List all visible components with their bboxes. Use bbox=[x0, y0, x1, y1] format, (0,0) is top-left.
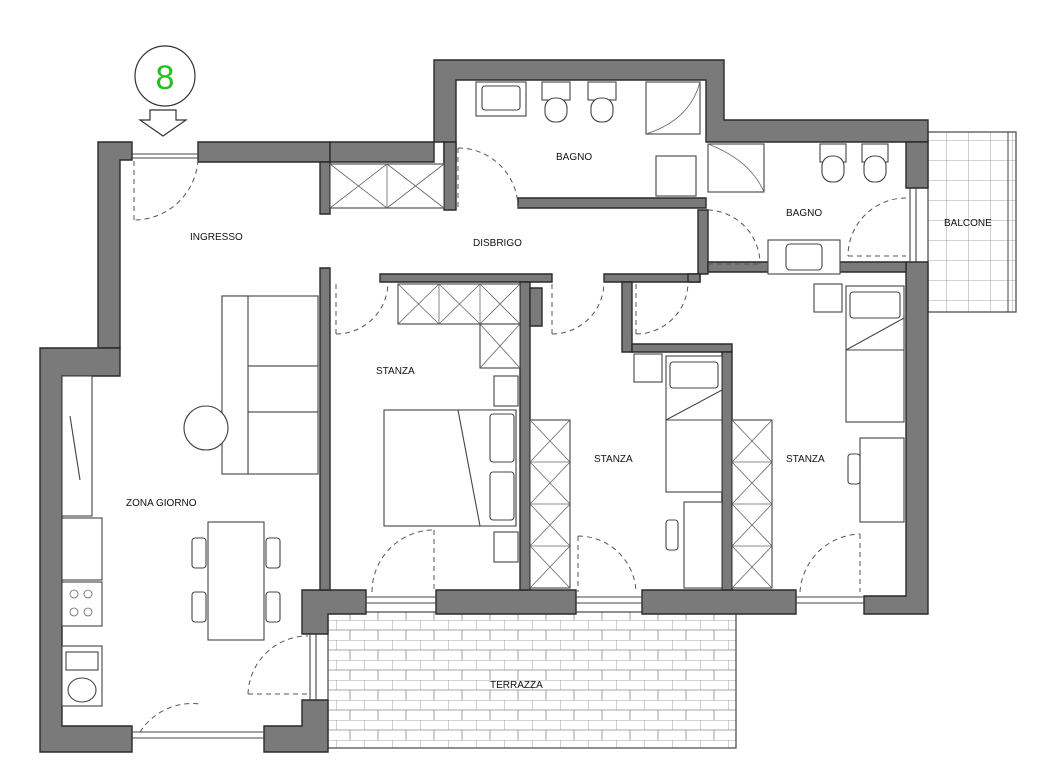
room-labels: INGRESSO DISBRIGO BAGNO BAGNO BALCONE ST… bbox=[126, 152, 992, 691]
wardrobe-corridor bbox=[329, 163, 445, 209]
unit-number: 8 bbox=[156, 59, 175, 97]
label-bagno-1: BAGNO bbox=[556, 152, 592, 163]
wardrobe-room-1 bbox=[397, 283, 521, 369]
interior-walls bbox=[319, 141, 907, 591]
label-stanza-3: STANZA bbox=[786, 454, 825, 465]
double-bed bbox=[383, 375, 519, 563]
label-stanza-2: STANZA bbox=[594, 454, 633, 465]
label-balcone: BALCONE bbox=[944, 218, 992, 229]
label-disbrigo: DISBRIGO bbox=[473, 238, 522, 249]
coffee-table bbox=[183, 405, 229, 451]
entrance-arrow-icon bbox=[138, 109, 188, 137]
single-bed-room-3 bbox=[813, 283, 905, 523]
label-bagno-2: BAGNO bbox=[786, 208, 822, 219]
dining-table bbox=[191, 521, 281, 641]
unit-number-badge: 8 bbox=[134, 45, 196, 107]
single-bed-room-2 bbox=[633, 353, 723, 589]
label-zona-giorno: ZONA GIORNO bbox=[126, 498, 197, 509]
bathroom-2-fixtures bbox=[707, 143, 889, 275]
label-terrazza: TERRAZZA bbox=[490, 680, 543, 691]
label-ingresso: INGRESSO bbox=[190, 232, 243, 243]
sofa bbox=[221, 295, 319, 475]
balcony-area bbox=[927, 131, 1017, 313]
bathroom-1-fixtures bbox=[475, 81, 701, 197]
terrace-area bbox=[327, 611, 737, 749]
kitchen-counter bbox=[61, 375, 103, 707]
wardrobe-room-2 bbox=[529, 419, 571, 589]
label-stanza-1: STANZA bbox=[376, 366, 415, 377]
exterior-walls bbox=[39, 59, 929, 753]
wardrobe-room-3 bbox=[731, 419, 773, 589]
doors bbox=[132, 147, 917, 739]
